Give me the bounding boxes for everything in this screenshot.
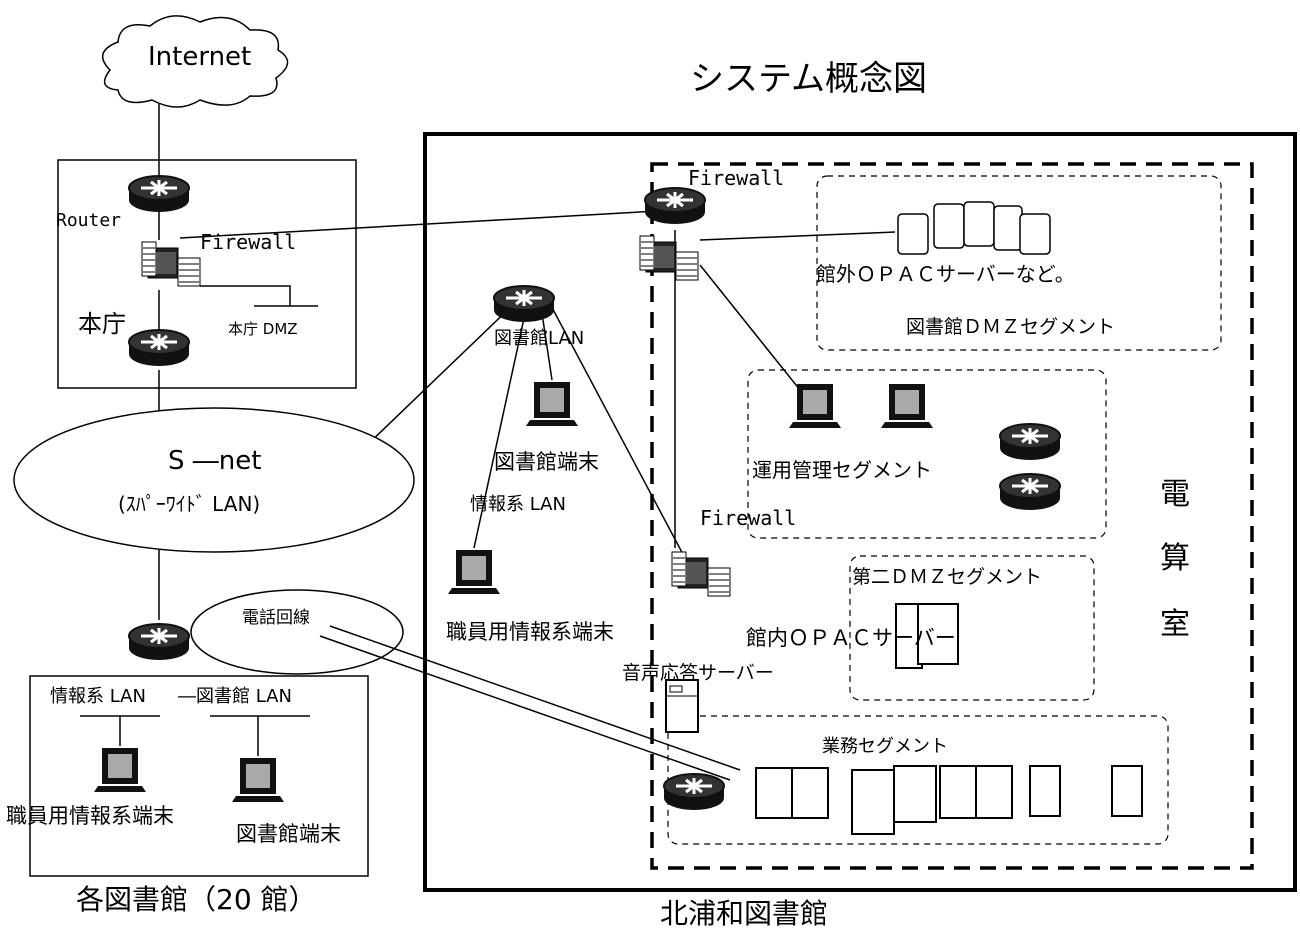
- router-label: Router: [56, 210, 122, 231]
- connections: [80, 92, 896, 781]
- router-icon: [643, 186, 707, 226]
- terminal-icon: [526, 382, 578, 426]
- terminal-icon: [232, 758, 284, 802]
- kitaurawa-caption: 北浦和図書館: [660, 897, 829, 930]
- server-icon: [665, 679, 699, 733]
- firewall-icon: [639, 235, 699, 281]
- router-icon: [127, 622, 191, 662]
- firewall-honcho-label: Firewall: [200, 230, 297, 254]
- router-icon: [998, 472, 1062, 512]
- terminal-icon: [881, 384, 933, 428]
- router-icon: [127, 174, 191, 214]
- branch-info-lan-label: 情報系 LAN: [50, 686, 146, 707]
- library-dmz-box: [816, 175, 1222, 351]
- branch-library-lan-label: ―図書館 LAN: [178, 686, 292, 707]
- branch-staff-terminal-label: 職員用情報系端末: [6, 804, 174, 828]
- branch-library-lan-text: 図書館 LAN: [196, 686, 292, 707]
- branch-library-terminal-label: 図書館端末: [236, 822, 341, 846]
- terminal-icon: [94, 748, 146, 792]
- business-servers-icon: [755, 765, 1143, 835]
- snet-sub-label: (ｽﾊﾟｰﾜｲﾄﾞ LAN): [118, 492, 261, 516]
- voice-server-label: 音声応答サーバー: [622, 662, 774, 684]
- library-terminal-label: 図書館端末: [494, 450, 599, 474]
- business-segment-label: 業務セグメント: [822, 736, 948, 757]
- firewall-top-label: Firewall: [688, 166, 785, 190]
- computer-room-char-3: 室: [1160, 607, 1190, 642]
- honcho-dmz-label: 本庁 DMZ: [228, 320, 298, 338]
- library-dmz-label: 図書館ＤＭＺセグメント: [906, 316, 1116, 338]
- firewall-icon: [141, 241, 201, 287]
- honcho-label: 本庁: [78, 310, 126, 338]
- firewall-mid-label: Firewall: [700, 506, 797, 530]
- snet-ellipse: [13, 407, 415, 553]
- snet-label: S ―net: [168, 446, 262, 476]
- computer-room-char-1: 電: [1160, 477, 1190, 512]
- honcho-box: [57, 159, 357, 389]
- internet-label: Internet: [148, 42, 252, 72]
- terminal-icon: [448, 550, 500, 594]
- opac-external-label: 館外ＯＰＡＣサーバーなど。: [816, 262, 1075, 286]
- branch-box: [29, 675, 369, 877]
- ops-segment-label: 運用管理セグメント: [752, 458, 932, 482]
- internet-cloud: [101, 15, 289, 108]
- opac-external-servers-icon: [897, 201, 1051, 255]
- diagram-title: システム概念図: [690, 59, 927, 99]
- second-dmz-label: 第二ＤＭＺセグメント: [852, 566, 1043, 588]
- staff-terminal-label: 職員用情報系端末: [446, 620, 614, 644]
- computer-room-char-2: 算: [1160, 541, 1190, 576]
- router-icon: [492, 284, 556, 324]
- router-icon: [662, 772, 726, 812]
- opac-internal-server-icon: [895, 603, 959, 669]
- branch-caption: 各図書館（20 館）: [76, 883, 317, 916]
- ops-segment-box: [747, 369, 1107, 539]
- computer-room-box: [650, 162, 1254, 870]
- terminal-icon: [789, 384, 841, 428]
- kitaurawa-box: [423, 132, 1297, 892]
- router-icon: [127, 328, 191, 368]
- router-icon: [998, 422, 1062, 462]
- phone-line-ellipse: [190, 589, 404, 675]
- firewall-icon: [671, 551, 731, 597]
- phone-line-label: 電話回線: [242, 608, 310, 628]
- info-lan-label: 情報系 LAN: [470, 494, 566, 515]
- opac-internal-label: 館内ＯＰＡＣサーバー: [746, 626, 956, 650]
- library-lan-label: 図書館LAN: [494, 328, 585, 349]
- second-dmz-box: [849, 555, 1095, 701]
